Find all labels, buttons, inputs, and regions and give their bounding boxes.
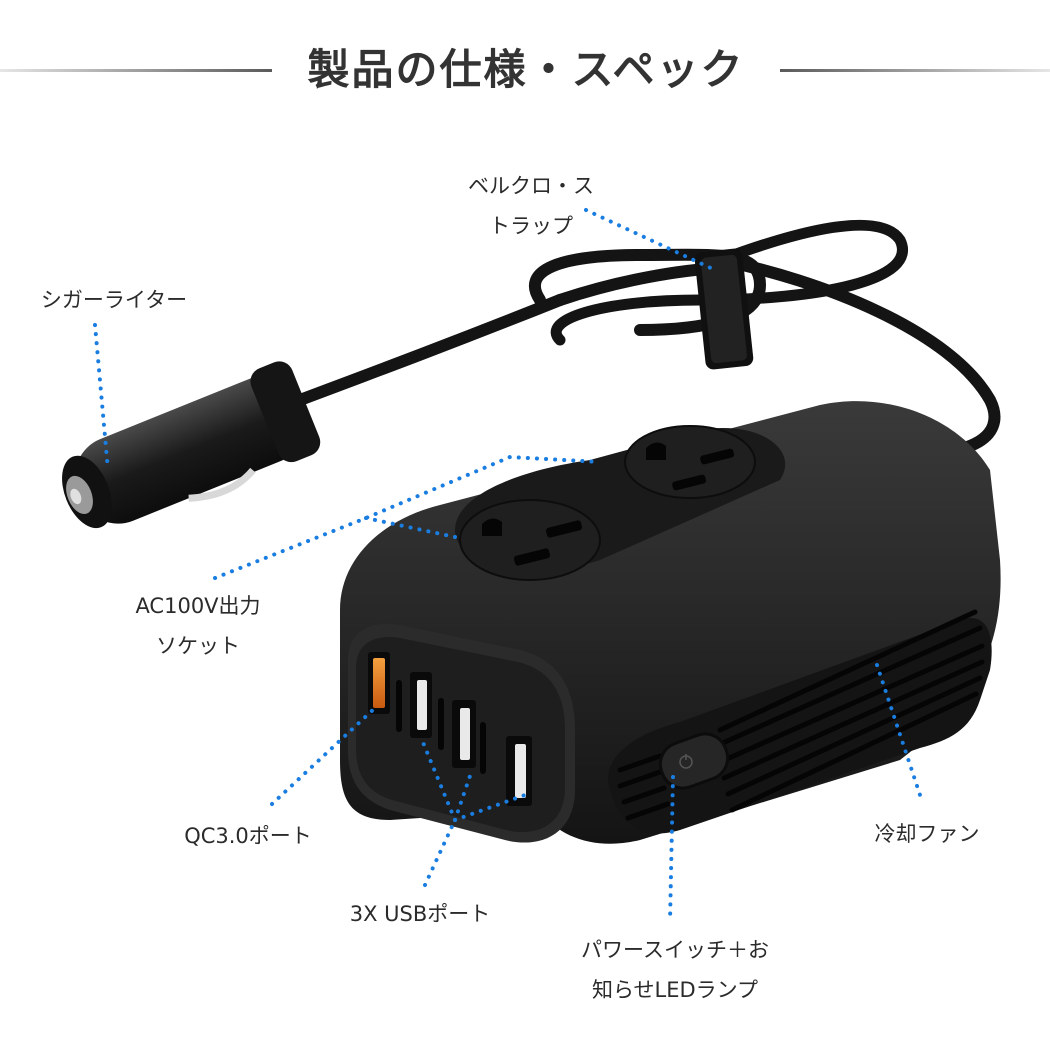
leader-power <box>668 775 675 924</box>
qc-port-shape <box>373 658 385 708</box>
callout-line: シガーライター <box>40 288 188 312</box>
callout-cooling-fan: 冷却ファン <box>862 814 992 854</box>
cigarette-plug-shape <box>62 361 321 529</box>
header-rule-right <box>780 69 1050 72</box>
callout-qc-port: QC3.0ポート <box>168 816 328 856</box>
callout-power-switch: パワースイッチ＋お 知らせLEDランプ <box>560 930 790 1010</box>
leader-qc-port <box>270 705 378 806</box>
callout-usb-ports: 3X USBポート <box>330 894 510 934</box>
callout-line: 冷却ファン <box>874 822 980 846</box>
leader-usb-2 <box>453 768 474 822</box>
leader-usb-1 <box>420 738 457 822</box>
leader-usb-stem <box>423 818 457 887</box>
callout-line: 知らせLEDランプ <box>591 978 759 1002</box>
leader-ac-outlet-lower <box>364 516 457 539</box>
leader-velcro <box>584 208 717 272</box>
header-rule-left <box>0 69 272 72</box>
callout-line: QC3.0ポート <box>184 824 312 848</box>
leader-usb-3 <box>453 793 527 822</box>
callout-line: パワースイッチ＋お <box>581 938 769 962</box>
page-title: 製品の仕様・スペック <box>307 45 745 94</box>
callout-line: トラップ <box>489 214 573 238</box>
power-button-shape <box>658 732 730 790</box>
leader-lines <box>93 208 922 924</box>
callout-line: ソケット <box>156 634 240 658</box>
callout-line: 3X USBポート <box>349 902 491 926</box>
callout-cigarette-lighter: シガーライター <box>24 280 204 320</box>
leader-cigarette <box>93 323 110 472</box>
callout-line: ベルクロ・ス <box>468 174 594 198</box>
velcro-strap-shape <box>694 248 754 370</box>
callout-ac-outlet: AC100V出力 ソケット <box>112 586 284 666</box>
inverter-body-shape <box>340 401 1001 844</box>
callout-line: AC100V出力 <box>135 594 261 618</box>
callout-velcro-strap: ベルクロ・ス トラップ <box>446 166 616 246</box>
leader-ac-outlet-upper <box>213 454 602 580</box>
section-header: 製品の仕様・スペック <box>0 40 1050 100</box>
